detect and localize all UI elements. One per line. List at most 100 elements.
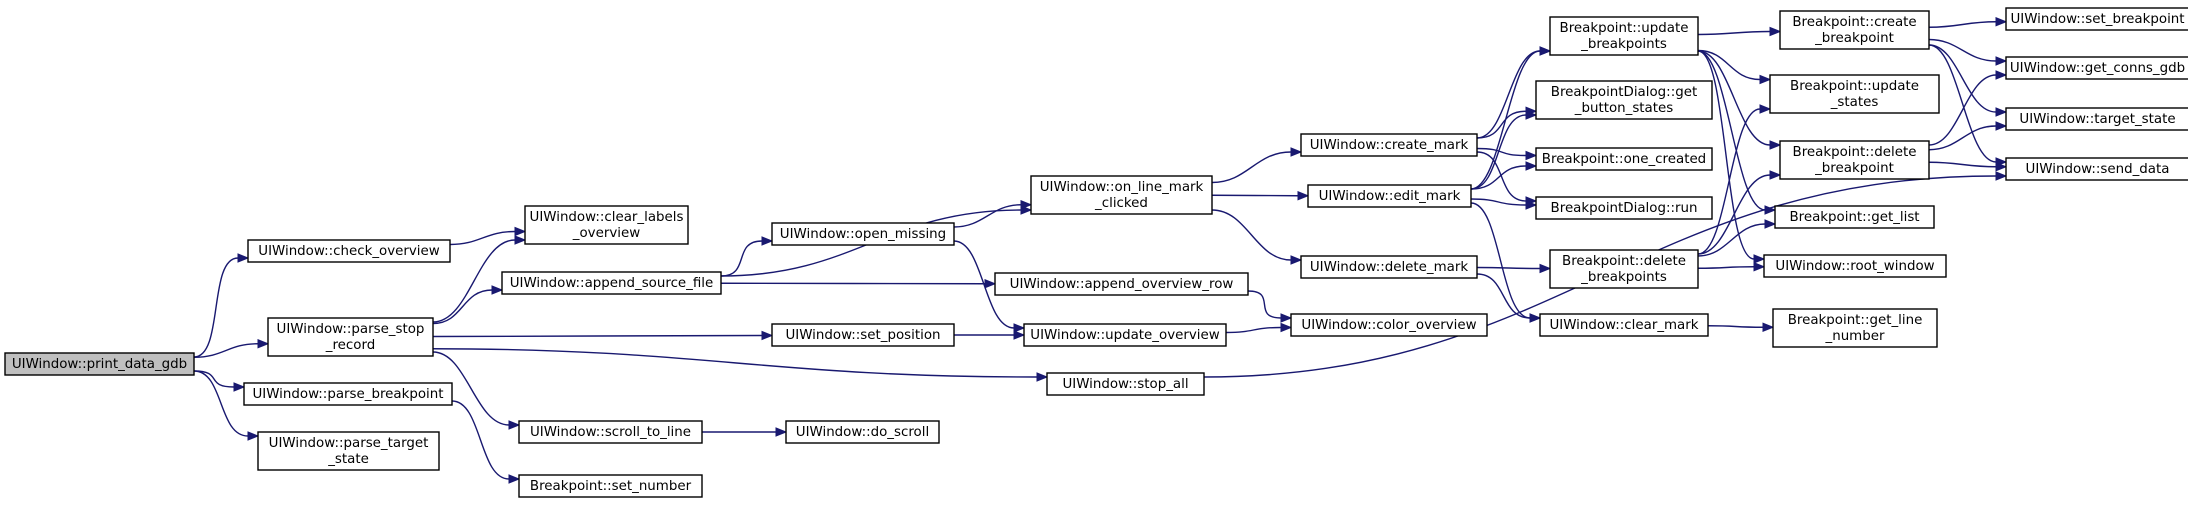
node-update-breakpoints[interactable]: Breakpoint::update_breakpoints <box>1549 16 1699 56</box>
node-on-line-mark-clicked[interactable]: UIWindow::on_line_mark_clicked <box>1030 175 1213 215</box>
node-box <box>1763 254 1947 278</box>
edge-line <box>1476 151 1527 202</box>
node-send-data[interactable]: UIWindow::send_data <box>2005 157 2188 181</box>
edge-line <box>432 334 763 338</box>
node-box <box>1535 147 1713 171</box>
node-color-overview[interactable]: UIWindow::color_overview <box>1290 313 1488 337</box>
edge-line <box>1470 114 1527 190</box>
edge-line <box>451 400 510 480</box>
node-get-list[interactable]: Breakpoint::get_list <box>1774 205 1935 229</box>
node-label: UIWindow::stop_all <box>1062 377 1188 392</box>
edge-line <box>1928 21 1997 28</box>
edge-parse-stop-record-to-append-source-file <box>432 285 504 325</box>
edge-line <box>1928 125 1997 151</box>
node-edit-mark[interactable]: UIWindow::edit_mark <box>1307 184 1472 208</box>
arrowhead <box>1995 56 2008 66</box>
edge-scroll-to-line-to-do-scroll <box>701 427 788 437</box>
arrowhead <box>1995 121 2008 131</box>
node-one-created[interactable]: Breakpoint::one_created <box>1535 147 1713 171</box>
arrowhead <box>984 279 997 289</box>
node-box <box>771 323 955 347</box>
node-update-overview[interactable]: UIWindow::update_overview <box>1023 323 1227 347</box>
edge-line <box>1697 50 1755 260</box>
node-label: _overview <box>572 226 640 241</box>
edge-delete-breakpoint-to-target-state <box>1928 121 2008 151</box>
edge-line <box>1470 50 1541 190</box>
arrowhead <box>514 235 527 245</box>
node-get-conns-gdb[interactable]: UIWindow::get_conns_gdb <box>2005 56 2188 80</box>
node-update-states[interactable]: Breakpoint::update_states <box>1769 74 1940 114</box>
node-check-overview[interactable]: UIWindow::check_overview <box>247 239 451 263</box>
node-box <box>1774 205 1935 229</box>
edge-update-breakpoints-to-get-list <box>1697 50 1777 215</box>
node-box <box>1290 313 1488 337</box>
node-set-position[interactable]: UIWindow::set_position <box>771 323 955 347</box>
edge-line <box>1476 266 1541 270</box>
node-label: UIWindow::update_overview <box>1030 328 1219 343</box>
node-do-scroll[interactable]: UIWindow::do_scroll <box>785 420 940 444</box>
arrowhead <box>1762 322 1775 332</box>
edge-line <box>432 351 510 426</box>
node-box <box>771 222 955 246</box>
node-box <box>518 420 703 444</box>
node-open-missing[interactable]: UIWindow::open_missing <box>771 222 955 246</box>
node-root-window[interactable]: UIWindow::root_window <box>1763 254 1947 278</box>
edge-line <box>1247 290 1282 319</box>
node-append-source-file[interactable]: UIWindow::append_source_file <box>501 271 722 295</box>
edge-line <box>193 370 249 437</box>
arrowhead <box>257 339 270 349</box>
node-create-breakpoint[interactable]: Breakpoint::create_breakpoint <box>1779 10 1930 50</box>
node-dialog-run[interactable]: BreakpointDialog::run <box>1535 196 1713 220</box>
edge-line <box>1476 273 1531 319</box>
node-box <box>785 420 940 444</box>
arrowhead <box>761 330 774 341</box>
node-box <box>1549 16 1699 56</box>
node-set-breakpoint[interactable]: UIWindow::set_breakpoint <box>2005 7 2188 31</box>
edge-line <box>1697 30 1771 36</box>
node-layer: UIWindow::print_data_gdb UIWindow::check_… <box>4 7 2188 498</box>
node-delete-breakpoints[interactable]: Breakpoint::delete_breakpoints <box>1549 249 1699 289</box>
edge-create-breakpoint-to-get-conns-gdb <box>1928 38 2008 66</box>
arrowhead <box>1753 254 1766 264</box>
edge-edit-mark-to-clear-mark <box>1470 202 1542 323</box>
edge-line <box>1225 326 1282 334</box>
node-stop-all[interactable]: UIWindow::stop_all <box>1046 372 1205 396</box>
node-target-state[interactable]: UIWindow::target_state <box>2005 107 2188 131</box>
node-delete-breakpoint[interactable]: Breakpoint::delete_breakpoint <box>1779 140 1930 180</box>
edge-edit-mark-to-get-button-states <box>1470 110 1538 190</box>
edge-line <box>1697 266 1755 269</box>
edge-line <box>720 240 763 277</box>
node-label: UIWindow::do_scroll <box>796 425 929 440</box>
edge-parse-stop-record-to-scroll-to-line <box>432 351 521 430</box>
node-label: UIWindow::scroll_to_line <box>530 425 691 440</box>
node-parse-target-state[interactable]: UIWindow::parse_target_state <box>257 431 440 471</box>
node-label: UIWindow::delete_mark <box>1310 260 1468 275</box>
node-set-number[interactable]: Breakpoint::set_number <box>518 474 703 498</box>
node-clear-mark[interactable]: UIWindow::clear_mark <box>1539 313 1709 337</box>
node-print-data-gdb[interactable]: UIWindow::print_data_gdb <box>4 352 195 376</box>
node-get-line-number[interactable]: Breakpoint::get_line_number <box>1772 308 1938 348</box>
edge-line <box>1697 50 1766 211</box>
node-box <box>501 271 722 295</box>
node-clear-labels-overview[interactable]: UIWindow::clear_labels_overview <box>524 205 689 245</box>
node-delete-mark[interactable]: UIWindow::delete_mark <box>1300 255 1478 279</box>
arrowhead <box>1013 330 1026 340</box>
edge-line <box>1697 223 1766 257</box>
arrowhead <box>1036 372 1049 382</box>
node-label: UIWindow::append_overview_row <box>1010 277 1234 292</box>
node-label: Breakpoint::delete <box>1793 145 1917 160</box>
node-box <box>1300 255 1478 279</box>
edge-line <box>449 230 516 246</box>
edge-line <box>193 257 239 358</box>
node-append-overview-row[interactable]: UIWindow::append_overview_row <box>994 272 1249 296</box>
node-parse-stop-record[interactable]: UIWindow::parse_stop_record <box>267 317 434 357</box>
node-parse-breakpoint[interactable]: UIWindow::parse_breakpoint <box>243 382 453 406</box>
node-label: BreakpointDialog::get <box>1551 85 1697 100</box>
edge-create-mark-to-one-created <box>1476 147 1538 161</box>
node-get-button-states[interactable]: BreakpointDialog::get_button_states <box>1535 80 1713 120</box>
arrowhead <box>233 382 246 392</box>
node-scroll-to-line[interactable]: UIWindow::scroll_to_line <box>518 420 703 444</box>
edge-create-breakpoint-to-target-state <box>1928 44 2008 117</box>
edge-line <box>1697 49 1761 81</box>
node-create-mark[interactable]: UIWindow::create_mark <box>1300 133 1478 157</box>
